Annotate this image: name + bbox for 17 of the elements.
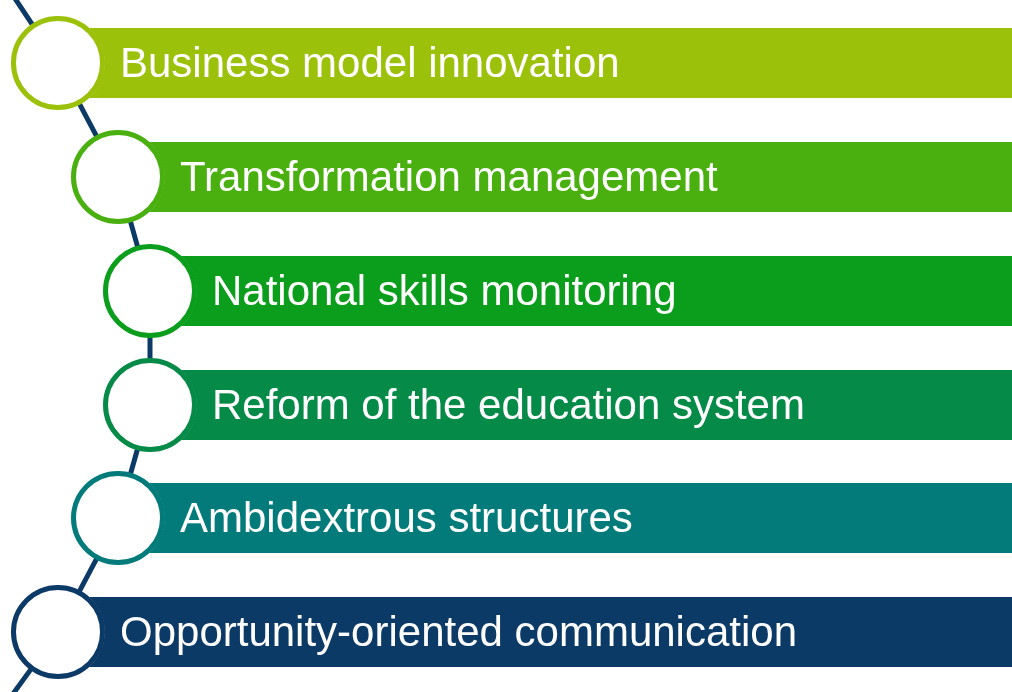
banner-label: Opportunity-oriented communication <box>120 607 797 657</box>
timeline-line <box>147 336 153 360</box>
timeline-line <box>76 101 100 139</box>
banner-bar <box>181 370 1012 440</box>
banner-bar <box>149 142 1012 212</box>
banner-label: Ambidextrous structures <box>180 493 633 543</box>
timeline-line <box>127 219 141 249</box>
banner-label: Transformation management <box>180 152 718 202</box>
banner-bar <box>181 256 1012 326</box>
timeline-line <box>127 447 141 476</box>
banner-label: National skills monitoring <box>212 266 677 316</box>
banner-bar <box>89 28 1012 98</box>
timeline-line <box>76 556 100 594</box>
banner-label: Reform of the education system <box>212 380 805 430</box>
banner-bar <box>149 483 1012 553</box>
banner-label: Business model innovation <box>120 38 620 88</box>
banner-bar <box>89 597 1012 667</box>
